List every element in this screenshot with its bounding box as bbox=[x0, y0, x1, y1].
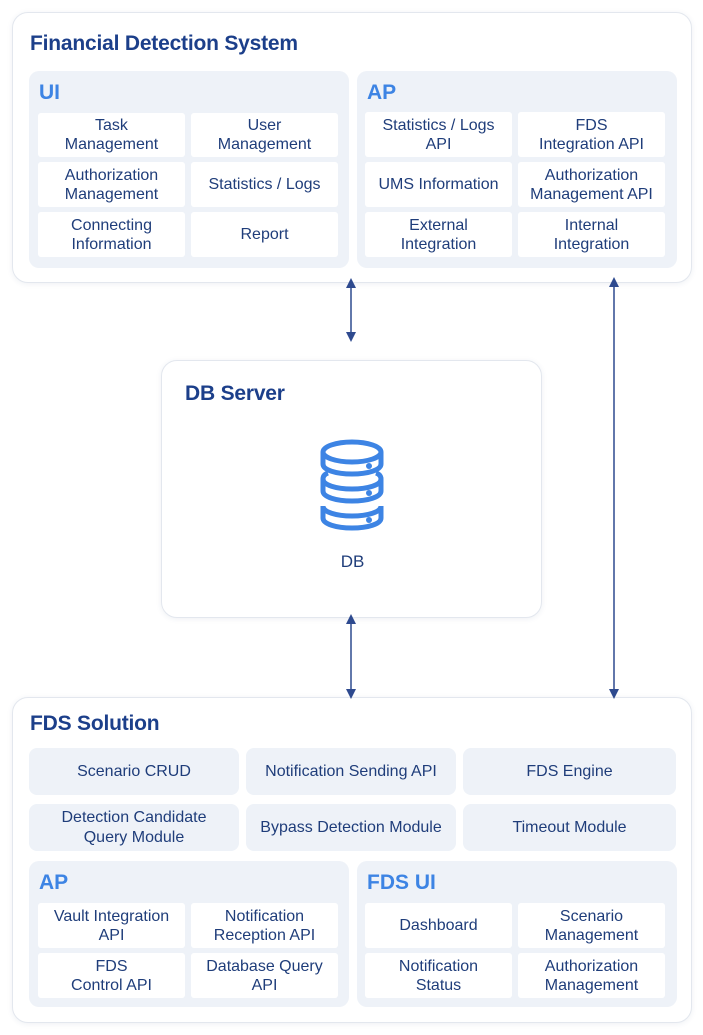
statistics-logs-cell: Statistics / Logs bbox=[191, 162, 338, 207]
user-management-cell: User Management bbox=[191, 113, 338, 157]
authorization-management-api-cell: Authorization Management API bbox=[518, 162, 665, 207]
timeout-module: Timeout Module bbox=[463, 804, 676, 851]
fds-integration-api-cell: FDS Integration API bbox=[518, 112, 665, 157]
db-label: DB bbox=[340, 552, 365, 571]
scenario-crud-module: Scenario CRUD bbox=[29, 748, 239, 795]
db-server-panel: DB Server DB bbox=[161, 360, 542, 618]
database-query-api-cell: Database Query API bbox=[191, 953, 338, 998]
notification-status-cell: Notification Status bbox=[365, 953, 512, 998]
ums-information-cell: UMS Information bbox=[365, 162, 512, 207]
ui-section-title: UI bbox=[39, 81, 60, 104]
fds-ap-section-title: AP bbox=[39, 871, 69, 894]
dashboard-cell: Dashboard bbox=[365, 903, 512, 948]
financial-detection-system-panel: Financial Detection System UI Task Manag… bbox=[12, 12, 692, 283]
internal-integration-cell: Internal Integration bbox=[518, 212, 665, 257]
financial-detection-system-title: Financial Detection System bbox=[30, 32, 298, 55]
notification-reception-api-cell: Notification Reception API bbox=[191, 903, 338, 948]
fds-solution-title: FDS Solution bbox=[30, 712, 160, 735]
vault-integration-api-cell: Vault Integration API bbox=[38, 903, 185, 948]
connecting-information-cell: Connecting Information bbox=[38, 212, 185, 257]
notification-sending-api-module: Notification Sending API bbox=[246, 748, 456, 795]
authorization-management-ui-cell: Authorization Management bbox=[518, 953, 665, 998]
db-server-title: DB Server bbox=[185, 382, 285, 405]
scenario-management-cell: Scenario Management bbox=[518, 903, 665, 948]
database-icon bbox=[320, 439, 384, 531]
statistics-logs-api-cell: Statistics / Logs API bbox=[365, 112, 512, 157]
external-integration-cell: External Integration bbox=[365, 212, 512, 257]
ap-section-title: AP bbox=[367, 81, 397, 104]
ap-section: AP Statistics / Logs API FDS Integration… bbox=[357, 71, 677, 268]
task-management-cell: Task Management bbox=[38, 113, 185, 157]
report-cell: Report bbox=[191, 212, 338, 257]
detection-candidate-query-module: Detection Candidate Query Module bbox=[29, 804, 239, 851]
fds-ap-section: AP Vault Integration API Notification Re… bbox=[29, 861, 349, 1007]
ui-section: UI Task Management User Management Autho… bbox=[29, 71, 349, 268]
authorization-management-cell: Authorization Management bbox=[38, 162, 185, 207]
fds-ui-section: FDS UI Dashboard Scenario Management Not… bbox=[357, 861, 677, 1007]
bypass-detection-module: Bypass Detection Module bbox=[246, 804, 456, 851]
fds-engine-module: FDS Engine bbox=[463, 748, 676, 795]
fds-control-api-cell: FDS Control API bbox=[38, 953, 185, 998]
fds-ui-section-title: FDS UI bbox=[367, 871, 436, 894]
